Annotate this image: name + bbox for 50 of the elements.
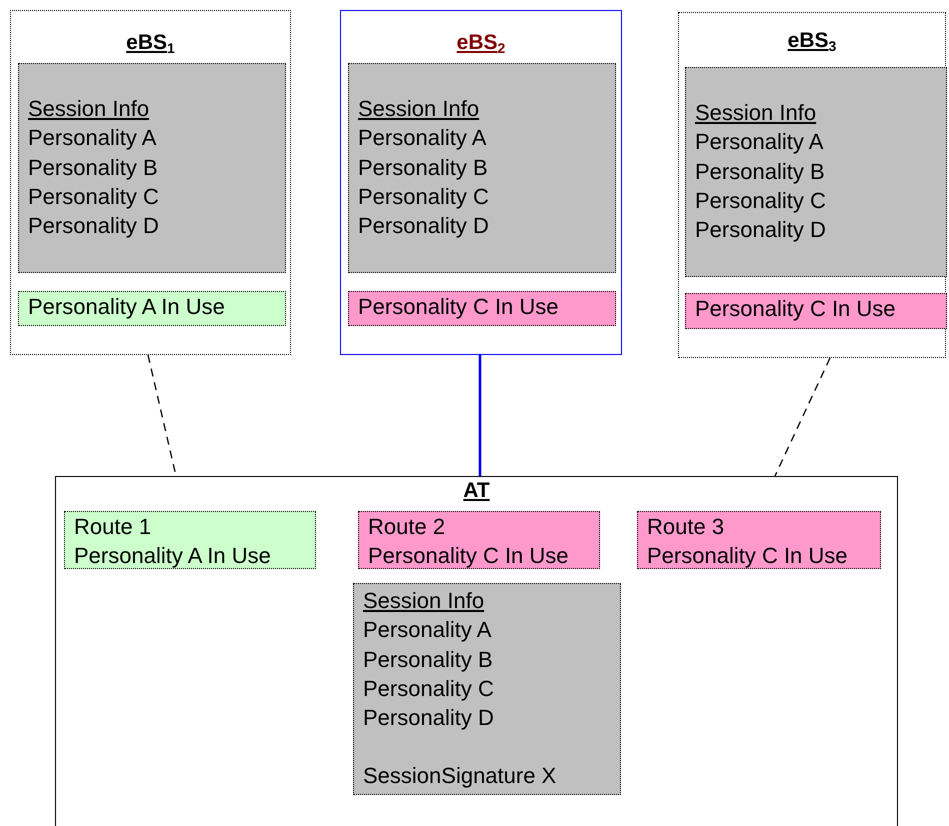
item-text: Personality A (28, 124, 158, 152)
item-text: SessionSignature X (363, 762, 558, 790)
status-box (18, 291, 286, 326)
status-box (637, 511, 881, 569)
item-text: Personality B (28, 154, 159, 182)
item-text: Personality A In Use (28, 293, 226, 321)
session-info-box (353, 583, 621, 795)
session-info-box (348, 63, 616, 273)
station-title: eBS$_{3}$ (786, 29, 838, 53)
station-title: eBS$_{1}$ (125, 31, 176, 55)
session-info-box (18, 63, 286, 273)
item-text: Personality C In Use (647, 542, 849, 570)
item-text: Personality A (695, 128, 824, 156)
item-text: Personality D (358, 212, 490, 240)
item-text: Personality B (363, 646, 494, 674)
status-box (358, 511, 600, 569)
connector-line (478, 355, 482, 476)
item-text: Personality C In Use (368, 542, 570, 570)
status-box (64, 511, 316, 569)
item-text: Route 2 (368, 513, 446, 541)
item-text: Personality C (358, 182, 490, 211)
item-text: Personality A (358, 124, 488, 152)
station-frame (10, 10, 291, 355)
session-info-box (685, 67, 947, 277)
section-heading: Session Info (363, 587, 486, 615)
item-text: Personality C (695, 186, 827, 215)
item-text: Personality C In Use (695, 295, 897, 323)
section-heading: Session Info (695, 99, 818, 127)
status-box (348, 291, 616, 326)
station-frame (340, 10, 622, 355)
item-text: Personality B (695, 158, 826, 186)
item-text: Personality A In Use (74, 542, 272, 570)
item-text: Personality D (28, 212, 160, 240)
station-frame (55, 476, 898, 826)
status-box (685, 293, 947, 329)
item-text: Personality A (363, 616, 492, 644)
section-heading: Session Info (358, 95, 480, 123)
item-text: Personality D (695, 216, 827, 244)
section-heading: Session Info (28, 95, 150, 123)
item-text: Personality D (363, 704, 495, 732)
item-text: Personality B (358, 154, 489, 182)
station-frame (678, 12, 946, 358)
item-text: Route 3 (647, 513, 726, 541)
connector-line (774, 358, 831, 476)
station-title: AT (462, 479, 491, 503)
item-text: Route 1 (74, 513, 152, 541)
item-text: Personality C (28, 182, 160, 211)
station-title: eBS$_{2}$ (456, 31, 506, 55)
item-text: Personality C In Use (358, 293, 560, 321)
item-text: Personality C (363, 674, 495, 703)
